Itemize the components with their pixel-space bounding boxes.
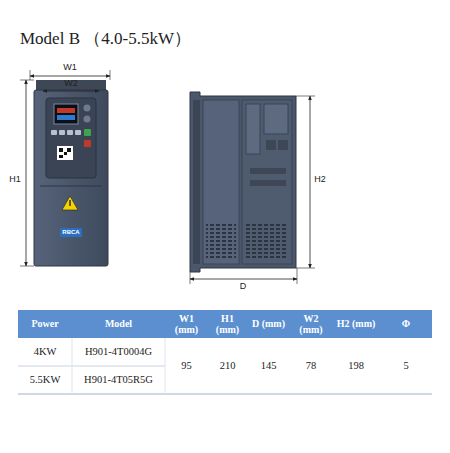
table-header-cell: W1 (mm) (165, 310, 208, 338)
table-text: 210 (220, 360, 236, 372)
table-header-cell: H2 (mm) (332, 310, 380, 338)
vent-grille (246, 222, 288, 260)
table-header-cell: D (mm) (247, 310, 290, 338)
vent-grille (206, 222, 236, 260)
table-cell: 198 (332, 338, 380, 394)
table-text: Power (31, 318, 58, 330)
front-view (20, 70, 110, 266)
table-cell: 95 (165, 338, 208, 394)
brand-logo: RBCA (62, 229, 79, 236)
table-header-cell: Φ (380, 310, 432, 338)
dimension-label: H2 (313, 175, 327, 185)
table-text: D (mm) (252, 318, 285, 330)
dimension-label: W1 (62, 63, 78, 73)
dimension-line (190, 279, 297, 280)
table-text: H2 (mm) (337, 318, 376, 330)
table-text: 5 (403, 360, 408, 372)
table-cell: 4KW (18, 338, 72, 366)
dimension-label: H1 (8, 175, 22, 185)
dimension-line (26, 80, 27, 266)
table-text: 78 (306, 360, 317, 372)
table-cell: 210 (208, 338, 247, 394)
side-housing (190, 92, 296, 272)
table-cell: 5.5KW (18, 366, 72, 394)
qr-code (57, 146, 73, 160)
display (54, 104, 78, 124)
table-text: 95 (181, 360, 192, 372)
table-header-cell: H1 (mm) (208, 310, 247, 338)
table-text: H1 (mm) (210, 313, 245, 336)
side-view (190, 92, 315, 284)
table-header-cell: Power (18, 310, 72, 338)
table-cell: H901-4T0004G (72, 338, 165, 366)
table-text: Φ (402, 318, 410, 330)
table-cell: 145 (247, 338, 290, 394)
table-text: H901-4T0004G (85, 346, 152, 358)
dimension-line (43, 91, 99, 92)
logo-plate (60, 228, 82, 237)
table-text: 145 (261, 360, 277, 372)
table-text: Model (105, 318, 132, 330)
dimension-label: D (239, 282, 248, 292)
table-header-cell: W2 (mm) (290, 310, 332, 338)
spec-table-frame (18, 310, 432, 394)
warning-symbol (62, 196, 78, 210)
table-cell: 78 (290, 338, 332, 394)
table-cell: 5 (380, 338, 432, 394)
table-header-cell: Model (72, 310, 165, 338)
dimension-line (30, 76, 110, 77)
table-text: W1 (mm) (167, 313, 206, 336)
table-text: 198 (348, 360, 364, 372)
table-text: H901-4T05R5G (84, 374, 153, 386)
dimension-label: W2 (64, 79, 78, 89)
table-text: W2 (mm) (292, 313, 330, 336)
diagram-title: Model B （4.0-5.5kW） (20, 30, 191, 49)
dimension-line (310, 96, 311, 268)
table-cell: H901-4T05R5G (72, 366, 165, 394)
table-text: 5.5KW (30, 374, 61, 386)
keypad-panel (46, 98, 96, 178)
drive-housing (34, 90, 108, 266)
table-text: 4KW (34, 346, 57, 358)
